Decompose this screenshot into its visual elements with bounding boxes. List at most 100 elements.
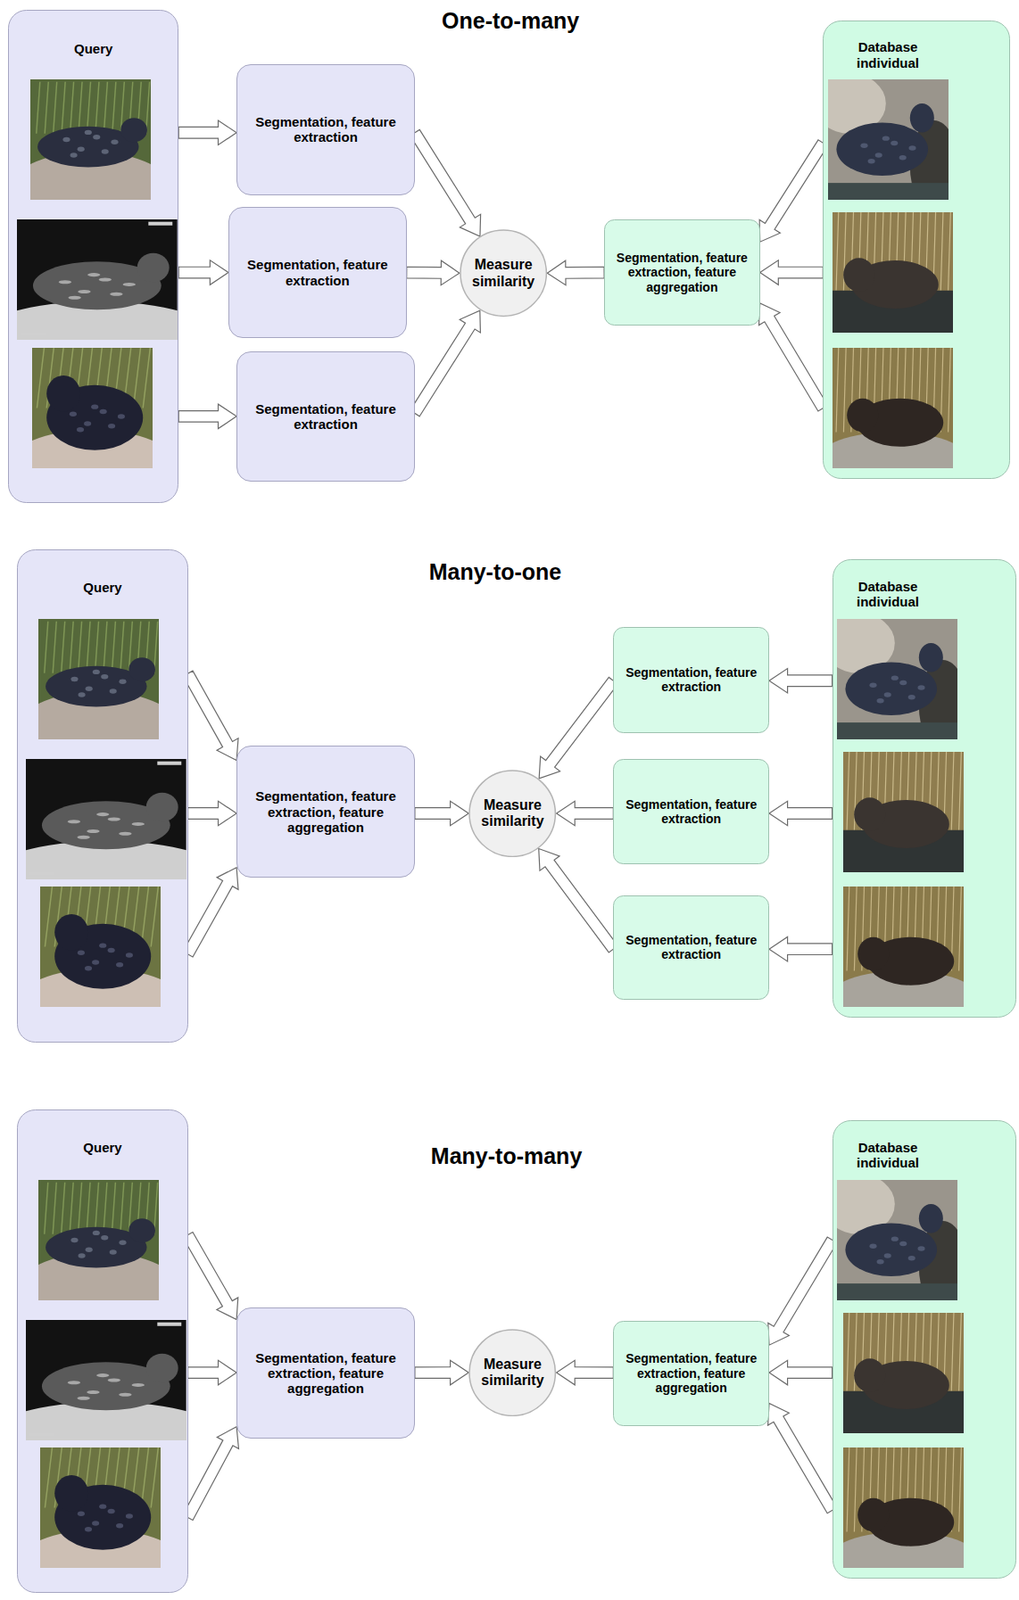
- photo-shape: [846, 752, 850, 831]
- process-box: Segmentation, feature extraction, featur…: [236, 1308, 415, 1441]
- photo-shape: [109, 1250, 117, 1256]
- photo-shape: [853, 797, 886, 832]
- photo-shape: [87, 1391, 100, 1395]
- photo-shape: [876, 1260, 884, 1266]
- photo-shape: [142, 347, 150, 409]
- photo-shape: [836, 122, 928, 175]
- block-arrow: [406, 260, 460, 285]
- process-box: Segmentation, feature extraction, featur…: [604, 219, 761, 326]
- photo-shape: [132, 1383, 145, 1388]
- query-panel: Query: [16, 549, 188, 1044]
- photo-shape: [869, 1244, 877, 1250]
- photo-shape: [857, 937, 889, 972]
- node-label: Segmentation, feature extraction, featur…: [613, 250, 750, 294]
- photo-shape: [91, 404, 99, 409]
- process-box: Segmentation, feature extraction, featur…: [613, 1321, 770, 1427]
- photo-shape: [77, 836, 91, 840]
- seal-photo: [25, 1320, 187, 1442]
- photo-shape: [77, 1397, 91, 1401]
- photo-shape: [78, 1254, 86, 1260]
- block-arrow: [178, 404, 237, 429]
- block-arrow: [538, 848, 619, 953]
- photo-shape: [62, 137, 70, 142]
- circle-shape: [469, 1330, 556, 1417]
- photo-shape: [958, 752, 962, 831]
- seal-photo: [16, 219, 178, 340]
- photo-shape: [891, 1237, 899, 1243]
- photo-shape: [86, 621, 91, 674]
- photo-shape: [87, 273, 100, 277]
- photo-shape: [96, 1374, 109, 1378]
- block-arrow: [538, 677, 618, 779]
- photo-shape: [100, 1236, 108, 1242]
- photo-shape: [846, 1313, 850, 1392]
- block-arrow: [760, 260, 824, 285]
- photo-shape: [844, 347, 847, 433]
- photo-shape: [92, 134, 100, 140]
- photo-shape: [107, 948, 116, 953]
- photo-shape: [76, 427, 84, 432]
- seal-photo: [30, 79, 151, 200]
- process-box: Segmentation, feature extraction: [613, 895, 770, 1002]
- circle-shape: [460, 230, 547, 316]
- photo-shape: [36, 81, 41, 133]
- photo-shape: [883, 692, 891, 697]
- database-panel: Database individual: [832, 1120, 1017, 1580]
- photo-shape: [860, 142, 868, 148]
- block-arrow: [188, 801, 238, 826]
- photo-shape: [836, 212, 839, 291]
- photo-shape: [828, 182, 949, 200]
- photo-shape: [70, 1238, 78, 1243]
- photo-shape: [948, 212, 952, 291]
- photo-shape: [141, 1448, 150, 1509]
- seal-photo: [38, 1180, 159, 1301]
- block-arrow: [414, 801, 469, 826]
- photo-shape: [853, 886, 857, 972]
- photo-shape: [890, 140, 898, 146]
- node-label: Measure similarity: [478, 1357, 548, 1391]
- photo-shape: [843, 752, 964, 873]
- seal-photo: [25, 759, 187, 880]
- photo-shape: [61, 81, 66, 133]
- photo-shape: [958, 886, 962, 972]
- photo-shape: [146, 793, 179, 822]
- photo-shape: [898, 155, 906, 160]
- photo-shape: [891, 676, 899, 681]
- photo-shape: [107, 1379, 121, 1384]
- node-label: Segmentation, feature extraction: [238, 256, 397, 289]
- photo-shape: [107, 423, 116, 429]
- photo-shape: [899, 680, 907, 686]
- photo-shape: [99, 943, 107, 948]
- photo-shape: [45, 1448, 53, 1509]
- photo-shape: [836, 1284, 958, 1302]
- photo-shape: [948, 347, 952, 433]
- photo-shape: [54, 914, 89, 952]
- photo-shape: [58, 280, 72, 284]
- seal-photo: [38, 619, 159, 740]
- photo-shape: [52, 81, 57, 133]
- photo-shape: [103, 1183, 108, 1235]
- photo-shape: [157, 762, 183, 766]
- photo-shape: [100, 149, 108, 154]
- photo-shape: [77, 289, 91, 294]
- seal-photo: [40, 1448, 161, 1569]
- photo-shape: [86, 81, 91, 133]
- section-title: Many-to-many: [430, 1143, 582, 1170]
- photo-shape: [148, 221, 173, 225]
- photo-shape: [146, 1354, 179, 1384]
- process-box: Segmentation, feature extraction: [236, 351, 415, 482]
- photo-shape: [54, 1475, 89, 1513]
- photo-shape: [44, 1183, 49, 1235]
- photo-shape: [103, 621, 108, 674]
- photo-shape: [917, 1247, 925, 1252]
- photo-shape: [87, 829, 100, 834]
- photo-shape: [67, 820, 81, 824]
- block-arrow: [556, 1360, 614, 1385]
- photo-shape: [909, 103, 934, 133]
- node-label: Segmentation, feature extraction: [623, 665, 760, 695]
- photo-shape: [84, 966, 92, 971]
- photo-shape: [69, 152, 77, 158]
- photo-shape: [141, 886, 150, 948]
- photo-shape: [100, 674, 108, 680]
- photo-shape: [111, 1183, 116, 1235]
